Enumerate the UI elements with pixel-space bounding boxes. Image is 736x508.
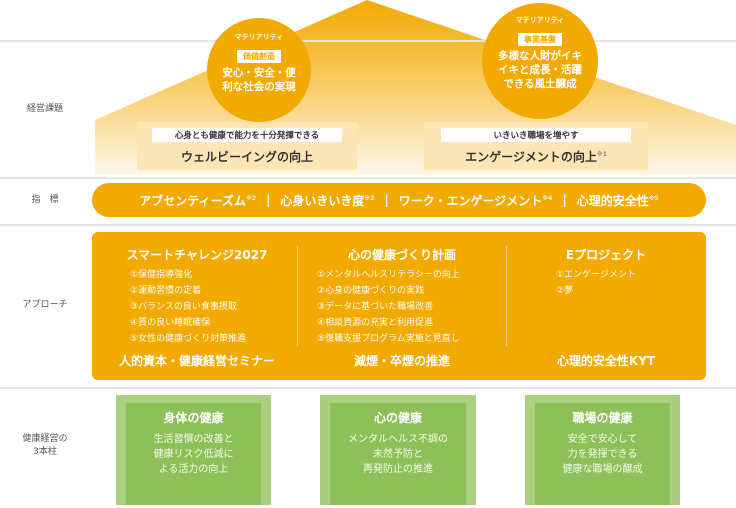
pillar-text: 健康な職場の醸成 [562,464,643,475]
row-label-indicators: 指 標 [31,195,59,205]
pillar-text: よる活力の向上 [158,464,229,475]
indicator-absenteeism: アブセンティーズム※2 [139,193,256,208]
materiality-label: マテリアリティ [234,33,284,41]
materiality-tag: 価値創造 [237,50,281,63]
footnote-mark: ※1 [596,151,607,158]
materiality-label: マテリアリティ [515,16,565,24]
indicators-bar: アブセンティーズム※2 | 心身いきいき度※3 | ワーク・エンゲージメント※4… [92,183,706,217]
approach-item: ②夢 [556,286,574,296]
materiality-text: 多様な人財がイキイキと成長・活躍できる風土醸成 [498,50,582,90]
approach-item: ④相談資源の充実と利用促進 [317,318,434,328]
approach-item: ③バランスの良い食事摂取 [130,302,237,312]
approach-item: ②心身の健康づくりの実践 [317,286,425,296]
row-label-management-issues: 経営課題 [26,104,63,114]
approach-item: ④質の良い睡眠確保 [130,318,211,328]
pillar-text: 安全で安心して [567,434,638,445]
separator: | [384,193,389,207]
materiality-circle-value-creation: マテリアリティ 価値創造 安心・安全・便利な社会の実現 [207,18,311,122]
column-divider [297,246,298,346]
row-label-approach: アプローチ [22,300,68,310]
approach-footer: 心理的安全性KYT [556,354,656,368]
goal-wellbeing: 心身とも健康で能力を十分発揮できる ウェルビーイングの向上 [137,122,357,170]
pillar-workplace-health: 職場の健康 安全で安心して 力を発揮できる 健康な職場の醸成 [525,395,680,505]
divider [0,387,736,389]
pillar-title: 身体の健康 [163,411,224,425]
separator: | [265,193,271,207]
goal-title: ウェルビーイングの向上 [180,150,313,164]
approach-footer: 減煙・卒煙の推進 [353,354,450,368]
pillar-text: 未然予防と [373,449,423,460]
approach-panel: スマートチャレンジ2027 ①保健指導強化 ②運動習慣の定着 ③バランスの良い食… [92,232,706,380]
approach-item: ⑤復職支援プログラム実施と見直し [317,334,460,344]
goal-subtitle: いきいき職場を増やす [441,128,631,142]
pillar-mental-health: 心の健康 メンタルヘルス不調の 未然予防と 再発防止の推進 [320,395,476,505]
pillar-physical-health: 身体の健康 生活習慣の改善と 健康リスク低減に よる活力の向上 [116,395,271,505]
materiality-circle-business-foundation: マテリアリティ 事業基盤 多様な人財がイキイキと成長・活躍できる風土醸成 [482,3,598,119]
row-label-pillars: 健康経営の 3本柱 [22,434,68,457]
pillar-text: 健康リスク低減に [153,449,234,460]
separator: | [562,193,567,207]
approach-mental-health-plan: 心の健康づくり計画 ①メンタルヘルスリテラシーの向上 ②心身の健康づくりの実践 … [307,246,497,368]
approach-item: ①保健指導強化 [130,270,193,280]
approach-smart-challenge: スマートチャレンジ2027 ①保健指導強化 ②運動習慣の定着 ③バランスの良い食… [102,246,292,368]
approach-item: ①エンゲージメント [556,270,636,280]
approach-footer: 人的資本・健康経営セミナー [118,354,275,368]
approach-item: ①メンタルヘルスリテラシーの向上 [317,270,460,280]
goal-engagement: いきいき職場を増やす エンゲージメントの向上※1 [424,122,648,170]
materiality-text: 安心・安全・便利な社会の実現 [222,67,296,93]
materiality-tag: 事業基盤 [518,33,562,46]
indicator-vitality: 心身いきいき度※3 [280,193,375,208]
indicator-psychological-safety: 心理的安全性※5 [576,193,659,208]
approach-item: ⑤女性の健康づくり対策推進 [130,334,247,344]
pillar-title: 心の健康 [373,411,422,425]
approach-item: ②運動習慣の定着 [130,286,202,296]
pillar-text: 生活習慣の改善と [153,434,234,445]
pillar-text: メンタルヘルス不調の [348,434,448,445]
goal-title: エンゲージメントの向上 [465,150,597,164]
divider [0,224,736,226]
pillar-text: 再発防止の推進 [363,464,433,475]
pillar-text: 力を発揮できる [567,449,638,460]
divider [0,40,736,42]
pillar-title: 職場の健康 [572,411,633,425]
approach-title: Eプロジェクト [565,248,647,262]
divider [0,177,736,179]
indicator-work-engagement: ワーク・エンゲージメント※4 [398,193,553,208]
goal-subtitle: 心身とも健康で能力を十分発揮できる [152,128,342,142]
approach-title: スマートチャレンジ2027 [126,248,268,262]
approach-item: ③データに基づいた職場改善 [317,302,434,312]
approach-title: 心の健康づくり計画 [347,248,456,262]
approach-e-project: Eプロジェクト ①エンゲージメント ②夢 心理的安全性KYT [516,246,696,368]
column-divider [506,246,507,346]
